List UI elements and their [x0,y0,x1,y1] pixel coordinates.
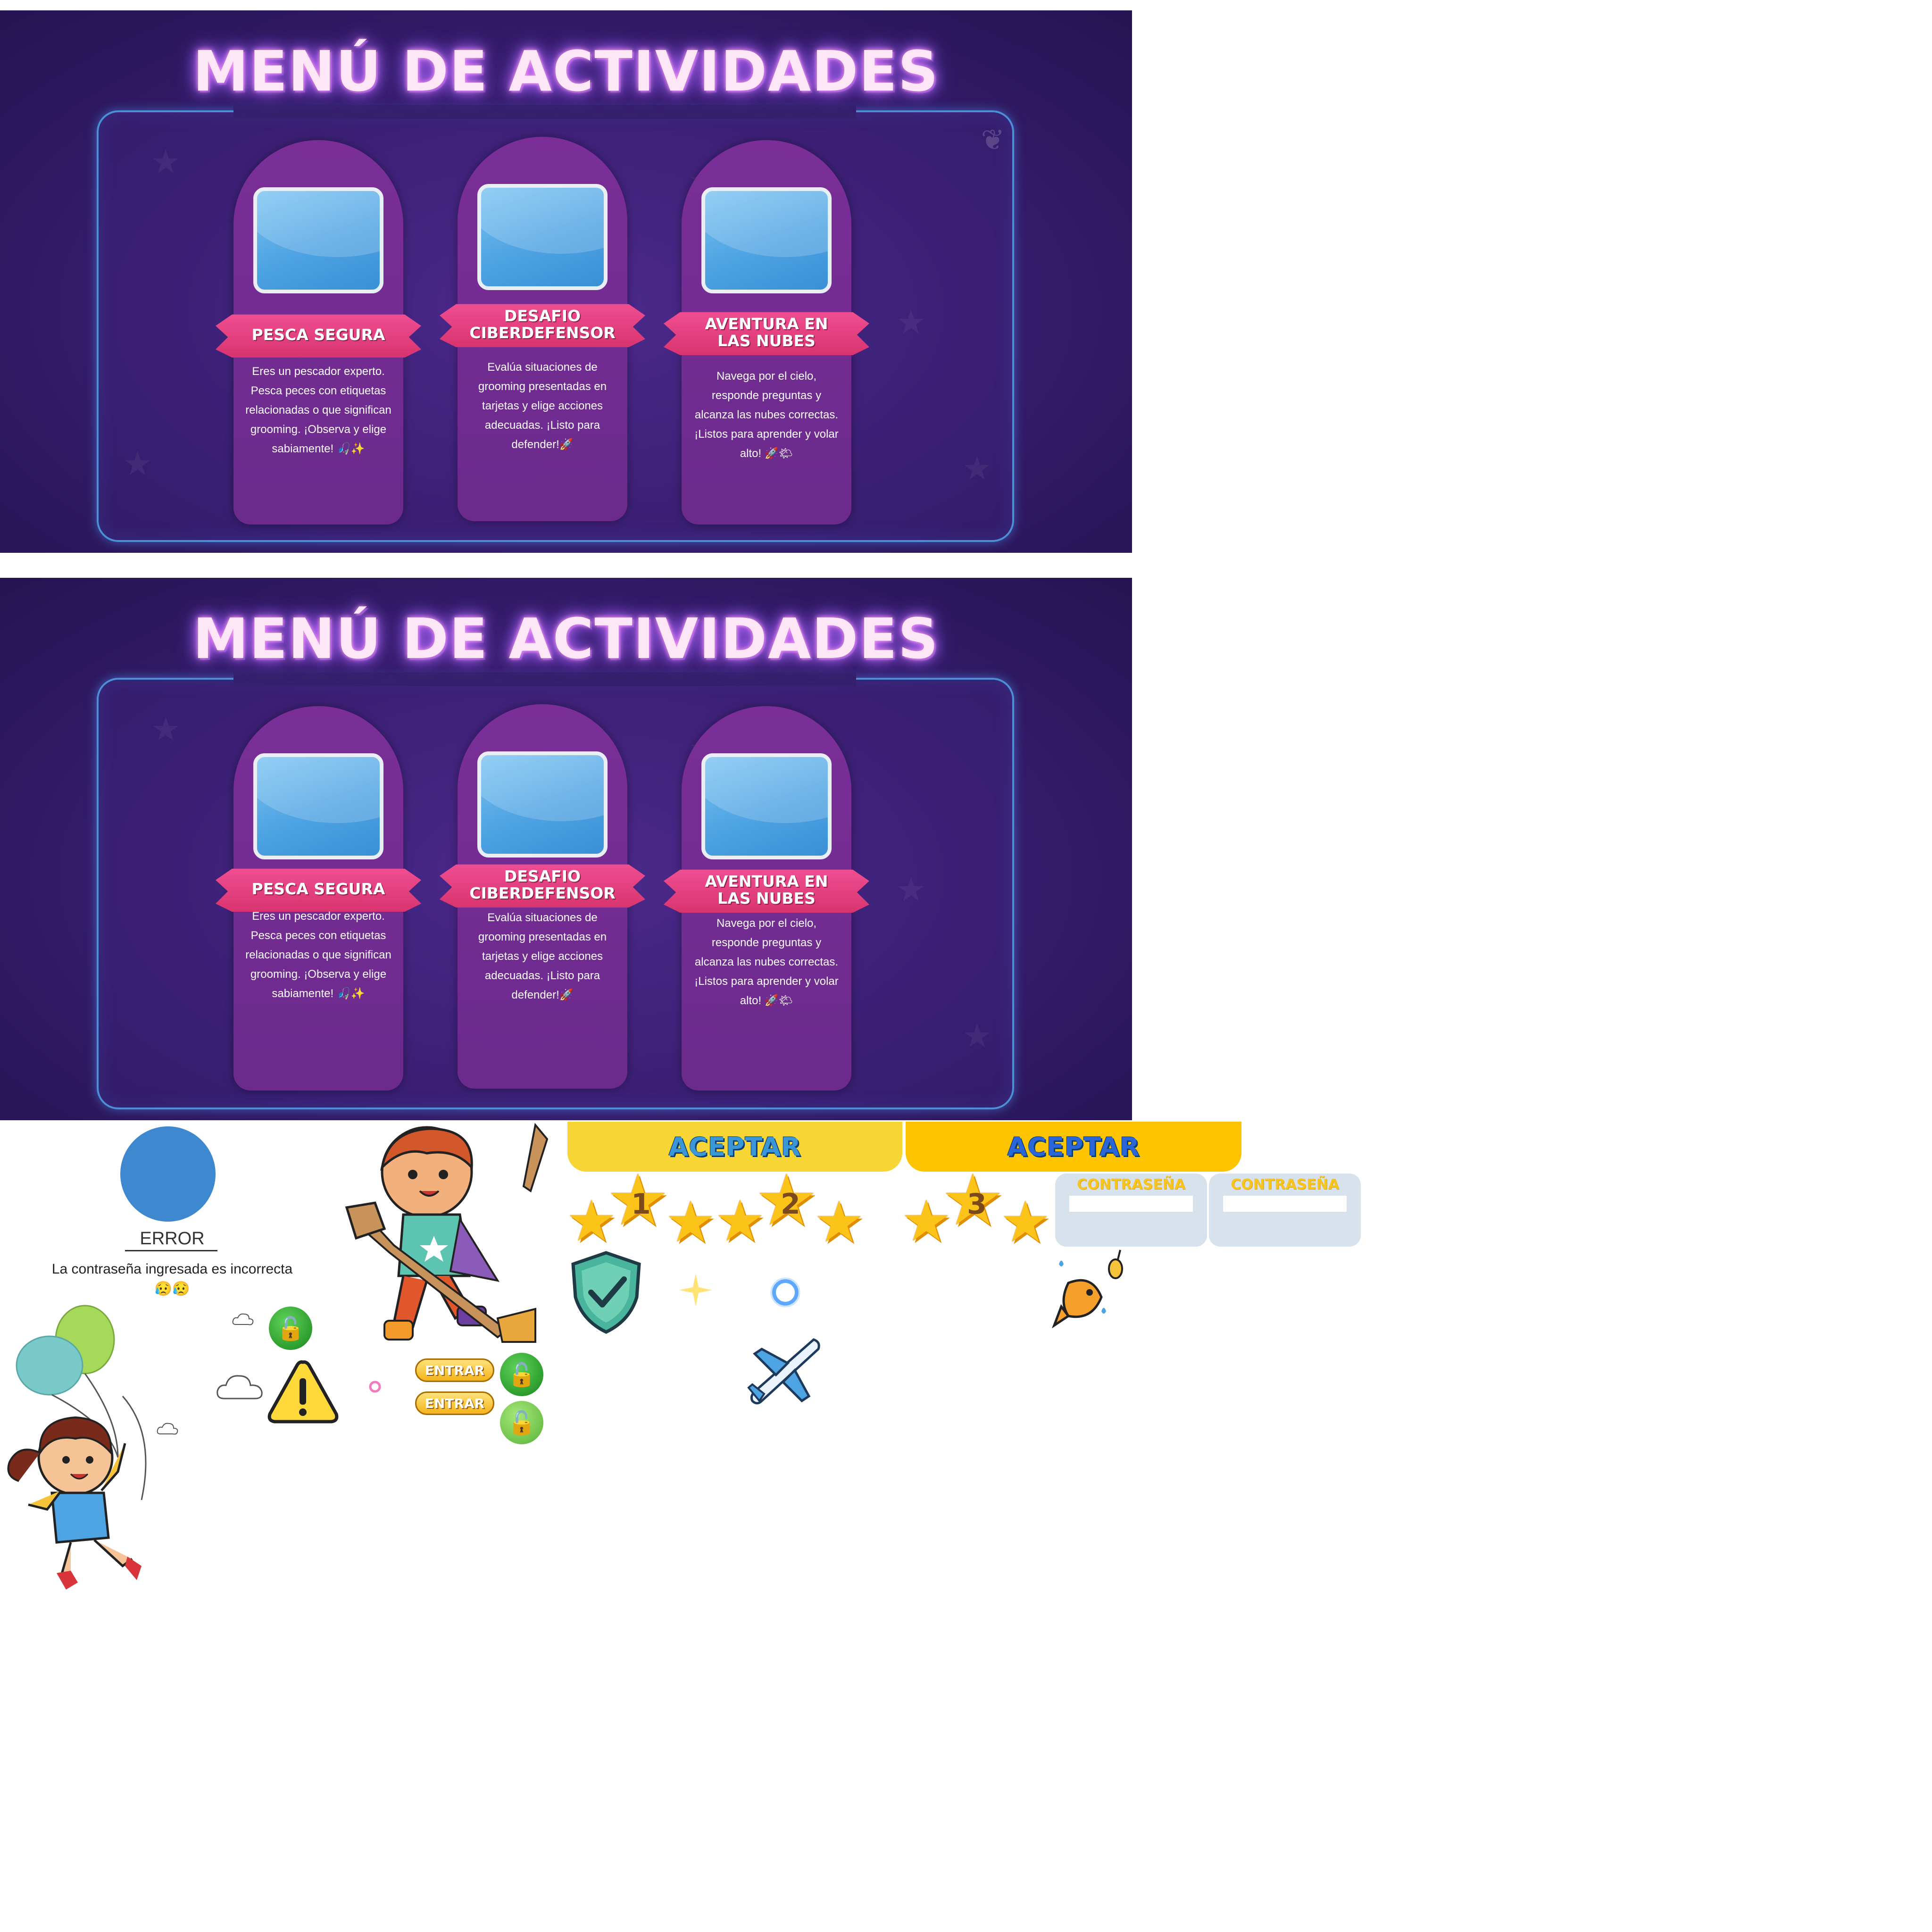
activity-description: Navega por el cielo, responde preguntas … [694,917,839,1007]
boy-hero-illustration [345,1123,549,1343]
activity-title-ribbon: DESAFIO CIBERDEFENSOR [440,864,645,908]
star-decoration: ★ [962,1016,992,1055]
pink-ring-icon [369,1381,381,1393]
activity-title-ribbon: AVENTURA EN LAS NUBES [664,312,869,355]
title-gap [233,672,856,686]
enter-button[interactable]: ENTRAR [415,1358,494,1382]
enter-button[interactable]: ENTRAR [415,1391,494,1415]
cloud-icon [217,1375,263,1399]
activity-description: Evalúa situaciones de grooming presentad… [478,361,607,451]
airplane-icon [747,1338,820,1405]
leaf-doodle-icon: ❦ [981,124,1005,157]
activity-thumbnail [253,753,383,859]
fish-hook-icon [1051,1249,1123,1329]
error-title: ERROR [140,1229,205,1249]
lock-open-icon: 🔓 [500,1401,543,1444]
activity-thumbnail [477,184,608,290]
activity-title-ribbon: DESAFIO CIBERDEFENSOR [440,304,645,347]
warning-icon [267,1360,339,1424]
activity-description: Navega por el cielo, responde preguntas … [694,370,839,460]
star-icon: ★ [901,1189,952,1254]
password-label: CONTRASEÑA [1231,1176,1339,1193]
star-icon: ★ [941,1159,1005,1241]
error-message: La contraseña ingresada es incorrecta 😥😥 [51,1261,293,1297]
activity-card-ciberdefensor[interactable]: DESAFIO CIBERDEFENSOR Evalúa situaciones… [440,137,645,521]
title-gap [233,105,856,119]
star-icon: ★ [566,1189,617,1254]
star-decoration: ★ [896,870,926,909]
star-icon: ★ [755,1159,818,1241]
password-box[interactable]: CONTRASEÑA [1055,1174,1207,1247]
star-icon: ★ [606,1159,670,1241]
star-decoration: ★ [962,449,992,488]
password-label: CONTRASEÑA [1077,1176,1185,1193]
error-underline [125,1250,217,1251]
activity-card-nubes[interactable]: AVENTURA EN LAS NUBES Navega por el ciel… [664,706,869,1091]
star-icon: ★ [665,1190,716,1255]
activity-title-ribbon: PESCA SEGURA [216,868,421,912]
activity-thumbnail [701,187,832,293]
lock-open-icon: 🔓 [269,1307,312,1350]
star-decoration: ★ [151,142,181,181]
lock-open-icon: 🔓 [500,1353,543,1396]
star-icon: ★ [715,1189,766,1254]
star-decoration: ★ [896,303,926,341]
girl-balloons-illustration [7,1305,147,1590]
password-box-2[interactable]: CONTRASEÑA [1209,1174,1361,1247]
activity-description: Evalúa situaciones de grooming presentad… [478,911,607,1001]
menu-title: MENÚ DE ACTIVIDADES [193,39,939,104]
activity-thumbnail [701,753,832,859]
password-field[interactable] [1223,1196,1347,1212]
cloud-icon [157,1423,178,1435]
activity-card-ciberdefensor[interactable]: DESAFIO CIBERDEFENSOR Evalúa situaciones… [440,704,645,1089]
activity-menu-panel: ★ ★ ★ ★ ★ ★ ★ MENÚ DE ACTIVIDADES ❦ PESC… [0,10,1132,553]
menu-title: MENÚ DE ACTIVIDADES [193,606,939,671]
cloud-icon [232,1313,254,1325]
sparkle-icon [679,1274,712,1307]
star-icon: ★ [814,1190,865,1255]
password-field[interactable] [1069,1196,1193,1212]
activity-description: Eres un pescador experto. Pesca peces co… [245,910,391,1000]
accept-button[interactable]: ACEPTAR [567,1122,902,1172]
ring-icon [770,1277,800,1307]
accept-button-gold[interactable]: ACEPTAR [906,1122,1241,1172]
activity-card-pesca[interactable]: PESCA SEGURA Eres un pescador experto. P… [216,140,421,525]
shield-check-icon [571,1251,641,1334]
star-number: 3 [967,1188,987,1221]
star-decoration: ★ [151,710,181,749]
star-decoration: ★ [123,444,152,483]
error-circle [120,1126,216,1222]
activity-title-ribbon: PESCA SEGURA [216,314,421,358]
activity-card-nubes[interactable]: AVENTURA EN LAS NUBES Navega por el ciel… [664,140,869,525]
star-number: 1 [631,1188,651,1221]
activity-card-pesca[interactable]: PESCA SEGURA Eres un pescador experto. P… [216,706,421,1091]
activity-title-ribbon: AVENTURA EN LAS NUBES [664,869,869,913]
star-icon: ★ [1000,1190,1051,1255]
activity-description: Eres un pescador experto. Pesca peces co… [245,365,391,455]
star-number: 2 [781,1188,800,1221]
activity-menu-panel-2: ★ ★ ★ ★ ★ ★ MENÚ DE ACTIVIDADES PESCA SE… [0,578,1132,1120]
activity-thumbnail [477,751,608,858]
activity-thumbnail [253,187,383,293]
